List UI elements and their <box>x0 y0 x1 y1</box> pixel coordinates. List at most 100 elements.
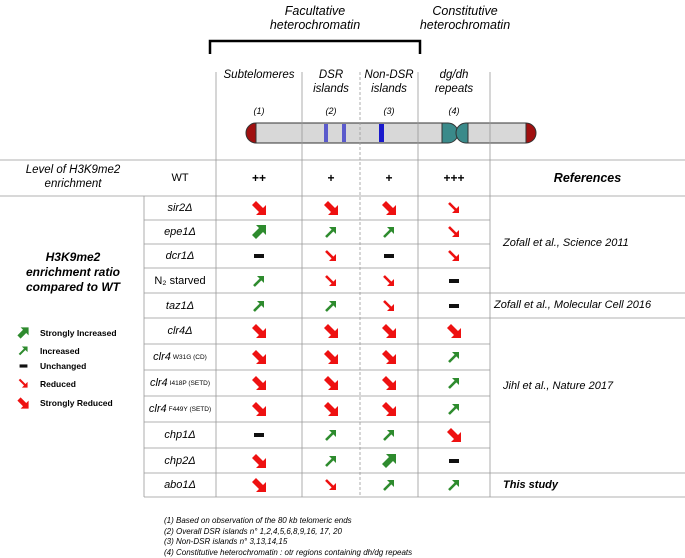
column-header-title-line: Non-DSR <box>364 69 414 81</box>
strong-reduced-icon <box>374 318 404 344</box>
wt-level-3: + <box>385 171 393 185</box>
strong-reduced-icon <box>374 396 404 422</box>
footnote-4: (4) Constitutive heterochromatin : otr r… <box>164 547 413 557</box>
increased-icon <box>439 473 469 497</box>
facultative-bracket <box>208 39 422 54</box>
row-label: sir2Δ <box>144 196 216 220</box>
column-header-title-line: islands <box>371 83 407 95</box>
strong-increased-icon <box>12 325 34 341</box>
column-header-title-line: repeats <box>434 83 474 95</box>
legend-label: Strongly Increased <box>40 328 117 338</box>
dsr-island-2 <box>342 124 346 142</box>
row-name: abo1Δ <box>164 479 196 491</box>
increased-icon <box>244 268 274 293</box>
row-name: epe1Δ <box>164 226 196 238</box>
row-label: clr4Δ <box>144 318 216 344</box>
facultative-line-1: Facultative <box>284 4 346 18</box>
reduced-icon <box>374 268 404 293</box>
increased-icon <box>439 344 469 370</box>
row-label: N₂ starved <box>144 268 216 293</box>
left-telomere <box>245 122 257 144</box>
strong-reduced-icon <box>316 344 346 370</box>
ratio-label-line-3: compared to WT <box>25 280 120 294</box>
reduced-icon <box>439 196 469 220</box>
row-label: dcr1Δ <box>144 244 216 268</box>
column-header-title-line: Subtelomeres <box>223 69 295 81</box>
strong-reduced-icon <box>374 344 404 370</box>
wt-level-1: ++ <box>251 171 266 185</box>
strong-reduced-icon <box>244 196 274 220</box>
legend-label: Unchanged <box>40 361 87 371</box>
strong-reduced-icon <box>244 344 274 370</box>
row-label: taz1Δ <box>144 293 216 318</box>
unchanged-icon <box>244 422 274 448</box>
legend-item: Strongly Reduced <box>12 395 113 411</box>
row-name: clr4Δ <box>167 325 193 337</box>
increased-icon <box>316 422 346 448</box>
column-header-number: (2) <box>325 106 337 116</box>
reduced-icon <box>316 473 346 497</box>
legend-label: Strongly Reduced <box>40 398 113 408</box>
reference-zofall-2011: Zofall et al., Science 2011 <box>503 237 629 249</box>
increased-icon <box>316 448 346 473</box>
increased-icon <box>374 473 404 497</box>
row-allele-superscript: W31G (CD) <box>172 353 207 361</box>
row-allele-superscript: I418P (SETD) <box>169 379 211 387</box>
strong-reduced-icon <box>374 196 404 220</box>
unchanged-icon <box>439 448 469 473</box>
unchanged-icon <box>244 244 274 268</box>
footnote-3: (3) Non-DSR islands n° 3,13,14,15 <box>164 537 288 546</box>
increased-icon <box>244 293 274 318</box>
column-header-title-line: islands <box>313 83 349 95</box>
strong-reduced-icon <box>439 422 469 448</box>
wt-level-4: +++ <box>443 171 465 185</box>
column-header-1: Subtelomeres (1) <box>214 68 304 118</box>
increased-icon <box>12 344 34 357</box>
row-name: clr4 <box>148 403 167 415</box>
row-name: sir2Δ <box>167 202 193 214</box>
strong-increased-icon <box>374 448 404 473</box>
row-label: chp1Δ <box>144 422 216 448</box>
row-name: chp2Δ <box>164 454 196 467</box>
strong-reduced-icon <box>244 448 274 473</box>
increased-icon <box>439 396 469 422</box>
reduced-icon <box>374 293 404 318</box>
footnote-1: (1) Based on observation of the 80 kb te… <box>164 516 352 525</box>
row-label: abo1Δ <box>144 473 216 497</box>
legend-label: Reduced <box>40 378 76 389</box>
row-name: N₂ starved <box>154 274 206 287</box>
reduced-icon <box>316 244 346 268</box>
increased-icon <box>316 220 346 244</box>
legend-item: Unchanged <box>12 361 86 371</box>
increased-icon <box>439 370 469 396</box>
level-label-line-1: Level of H3K9me2 <box>25 164 121 176</box>
unchanged-icon <box>12 362 34 370</box>
reference-zofall-2016: Zofall et al., Molecular Cell 2016 <box>494 299 652 311</box>
strong-increased-icon <box>244 220 274 244</box>
ratio-label: H3K9me2 enrichment ratio compared to WT <box>2 250 144 295</box>
reduced-icon <box>439 244 469 268</box>
dsr-island-1 <box>324 124 328 142</box>
footnotes: (1) Based on observation of the 80 kb te… <box>164 516 412 558</box>
strong-reduced-icon <box>244 473 274 497</box>
column-header-number: (3) <box>383 106 395 116</box>
column-header-number: (4) <box>448 106 460 116</box>
row-name: dcr1Δ <box>165 250 195 262</box>
row-name: clr4 <box>153 351 171 363</box>
level-label: Level of H3K9me2 enrichment <box>2 163 144 191</box>
unchanged-icon <box>374 244 404 268</box>
strong-reduced-icon <box>439 318 469 344</box>
strong-reduced-icon <box>316 370 346 396</box>
increased-icon <box>316 293 346 318</box>
legend-item: Increased <box>12 344 80 357</box>
constitutive-heterochromatin-label: Constitutive heterochromatin <box>415 4 515 32</box>
increased-icon <box>374 422 404 448</box>
legend-item: Reduced <box>12 377 76 390</box>
strong-reduced-icon <box>244 370 274 396</box>
non-dsr-island <box>379 124 384 142</box>
strong-reduced-icon <box>244 396 274 422</box>
increased-icon <box>374 220 404 244</box>
